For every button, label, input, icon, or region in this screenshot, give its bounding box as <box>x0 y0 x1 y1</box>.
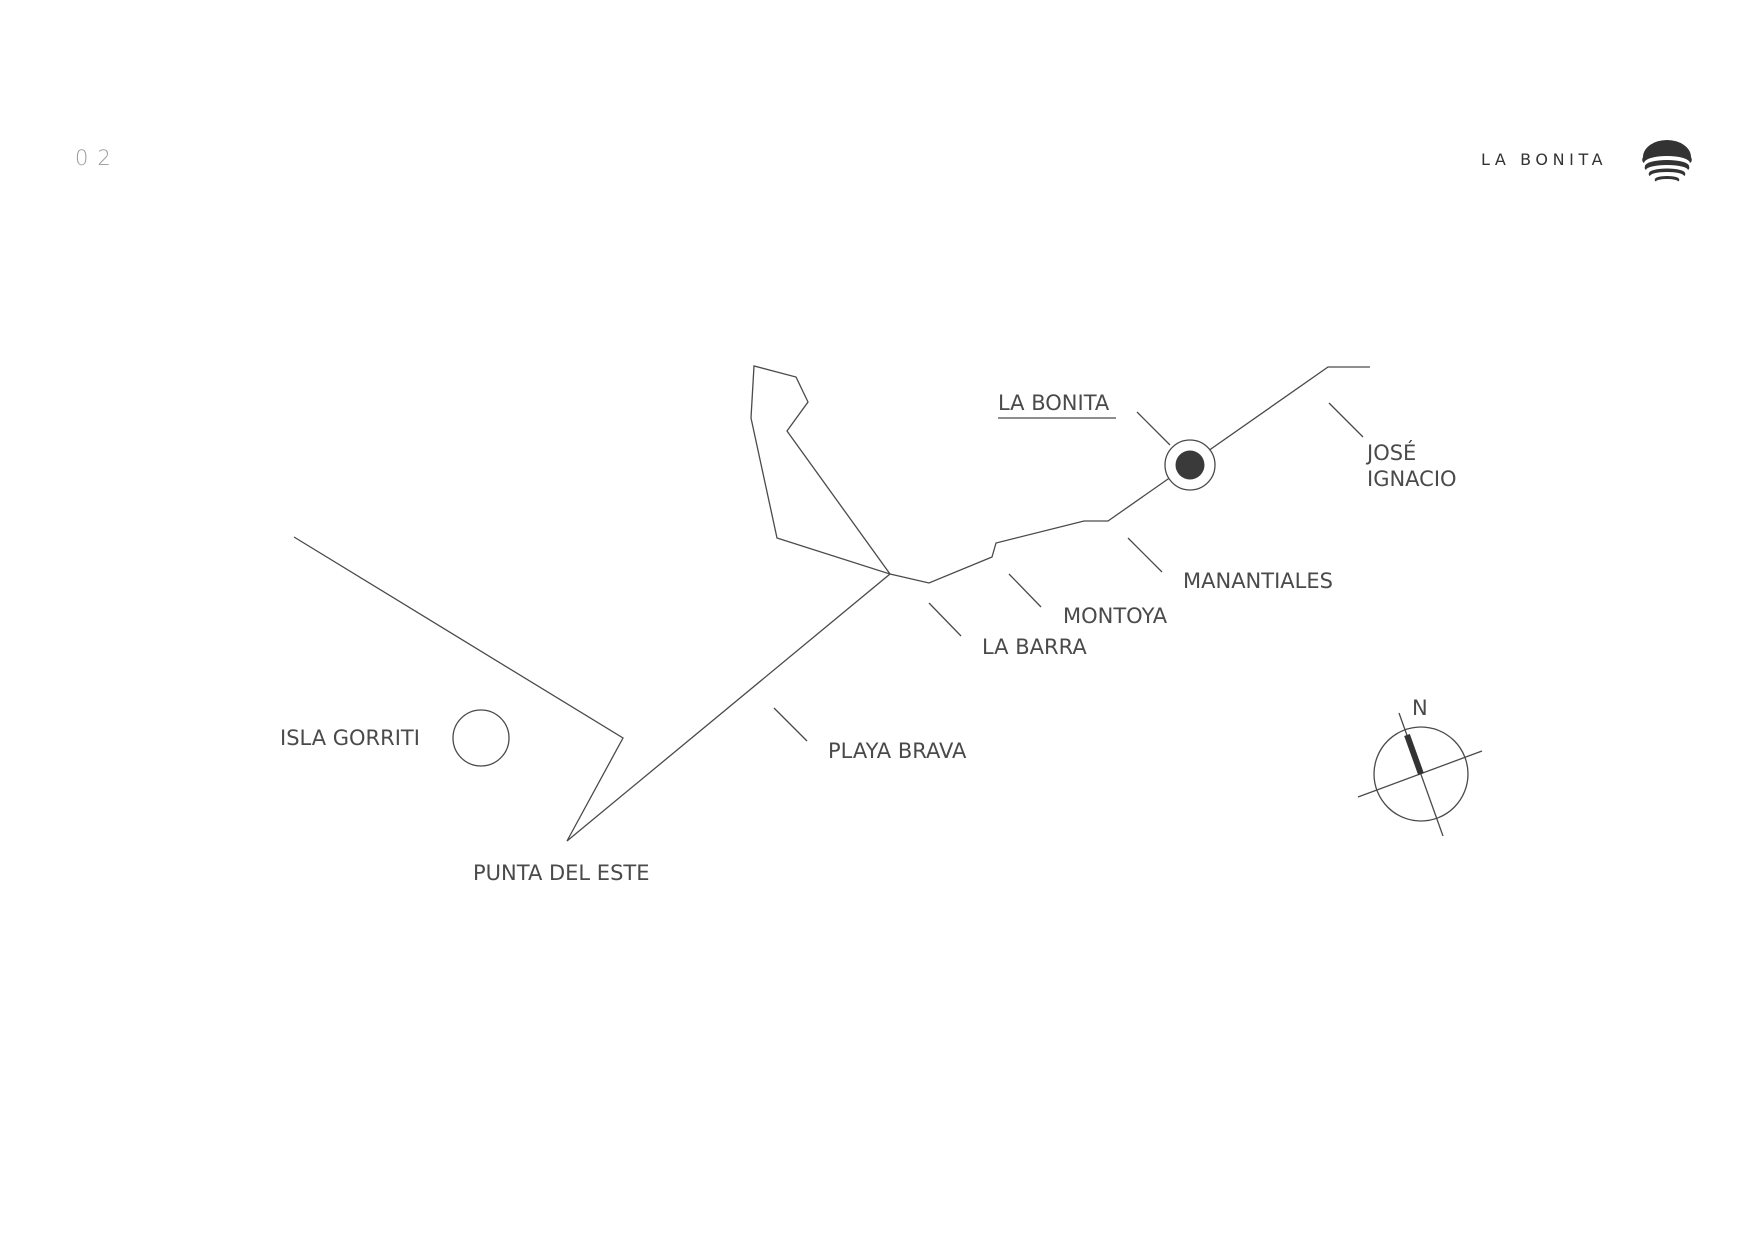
la-bonita-marker-dot <box>1175 450 1205 480</box>
leader-line-manantiales <box>1127 537 1163 573</box>
leader-line-la-barra <box>928 602 962 637</box>
compass-icon <box>1357 712 1483 837</box>
coastline-inlet <box>750 365 891 575</box>
label-montoya: MONTOYA <box>1063 604 1168 628</box>
label-la-barra: LA BARRA <box>982 635 1087 659</box>
coastline-east <box>889 366 1370 584</box>
label-manantiales: MANANTIALES <box>1183 569 1333 593</box>
leader-line-montoya <box>1008 573 1042 608</box>
compass-north-label: N <box>1412 696 1428 720</box>
label-jose-ignacio-line1: JOSÉ <box>1365 440 1416 465</box>
label-punta-del-este: PUNTA DEL ESTE <box>473 861 650 885</box>
coastline-west <box>293 536 891 842</box>
label-la-bonita: LA BONITA <box>998 391 1110 415</box>
leader-line-la-bonita <box>1136 411 1171 446</box>
shell-wave-logo-icon <box>1642 140 1692 182</box>
leader-line-jose-ignacio <box>1328 402 1364 438</box>
brand-name: LA BONITA <box>1481 150 1608 169</box>
page-number: 02 <box>75 146 120 170</box>
label-jose-ignacio-line2: IGNACIO <box>1367 467 1457 491</box>
label-isla-gorriti: ISLA GORRITI <box>280 726 420 750</box>
isla-gorriti-island <box>452 709 510 767</box>
leader-line-playa-brava <box>773 707 808 742</box>
label-playa-brava: PLAYA BRAVA <box>828 739 967 763</box>
